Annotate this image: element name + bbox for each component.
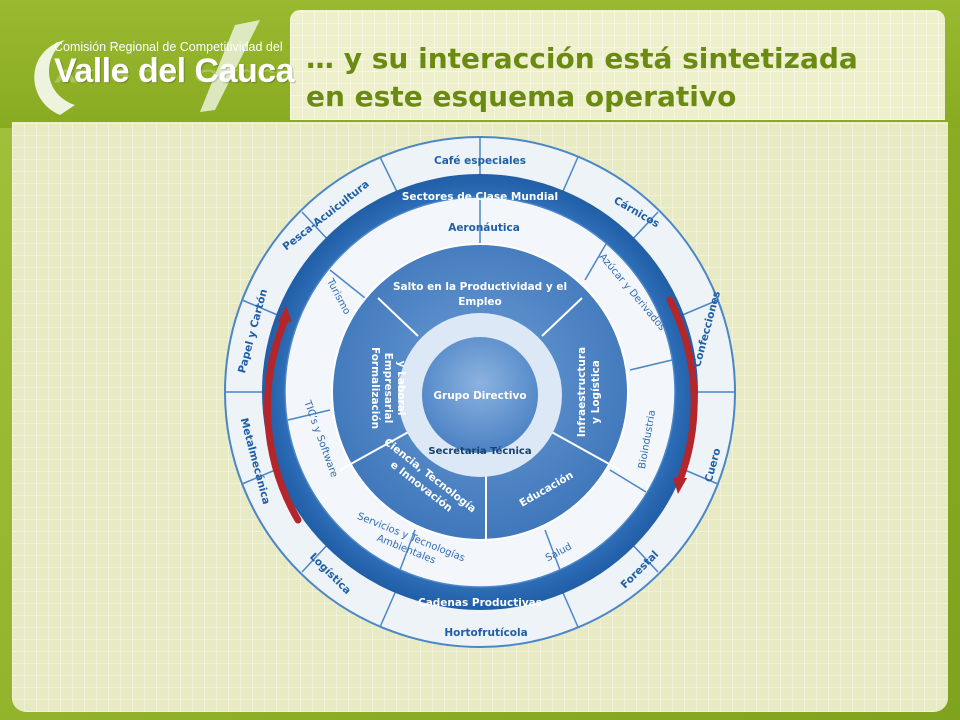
logo-name-text: Valle del Cauca — [54, 52, 295, 90]
middle-label-aeronautica: Aeronáutica — [448, 222, 520, 234]
left-cycle-arrow — [264, 316, 302, 524]
inner-label-formalizacion-2: Empresarial — [382, 353, 394, 424]
right-arrow-head-icon — [673, 478, 687, 494]
inner-ring-dividers — [339, 297, 621, 540]
secretaria-label: Secretaria Técnica — [428, 445, 531, 457]
inner-label-formalizacion-3: y Laboral — [395, 361, 407, 416]
inner-label-formalizacion: Formalización Empresarial y Laboral — [369, 347, 407, 429]
title-line-2: en este esquema operativo — [306, 80, 737, 113]
band-label-sectores: Sectores de Clase Mundial — [402, 191, 558, 203]
center-label: Grupo Directivo — [433, 390, 526, 402]
right-cycle-arrow — [666, 296, 698, 484]
header-panel — [290, 10, 945, 120]
outer-label-hortofruticola: Hortofrutícola — [444, 627, 527, 639]
title-line-1: … y su interacción está sintetizada — [306, 42, 858, 75]
inner-label-formalizacion-1: Formalización — [369, 347, 381, 429]
page-title: … y su interacción está sintetizada en e… — [306, 40, 946, 116]
band-label-cadenas: Cadenas Productivas — [418, 597, 542, 609]
left-arrow-head-icon — [278, 306, 292, 322]
middle-ring-dividers — [287, 197, 673, 571]
logo-swoosh-icon — [34, 20, 260, 115]
inner-label-productividad: Salto en la Productividad y el — [393, 281, 567, 293]
outer-label-cafe: Café especiales — [434, 155, 526, 167]
inner-label-infraestructura-2: y Logística — [590, 360, 602, 424]
logo-org-text: Comisión Regional de Competitividad del — [54, 40, 283, 54]
inner-label-infraestructura-1: Infraestructura — [576, 347, 588, 437]
inner-label-empleo: Empleo — [458, 296, 502, 308]
inner-label-infraestructura: Infraestructura y Logística — [576, 347, 602, 437]
center-circle — [422, 337, 538, 453]
logo: Comisión Regional de Competitividad del … — [20, 20, 295, 120]
